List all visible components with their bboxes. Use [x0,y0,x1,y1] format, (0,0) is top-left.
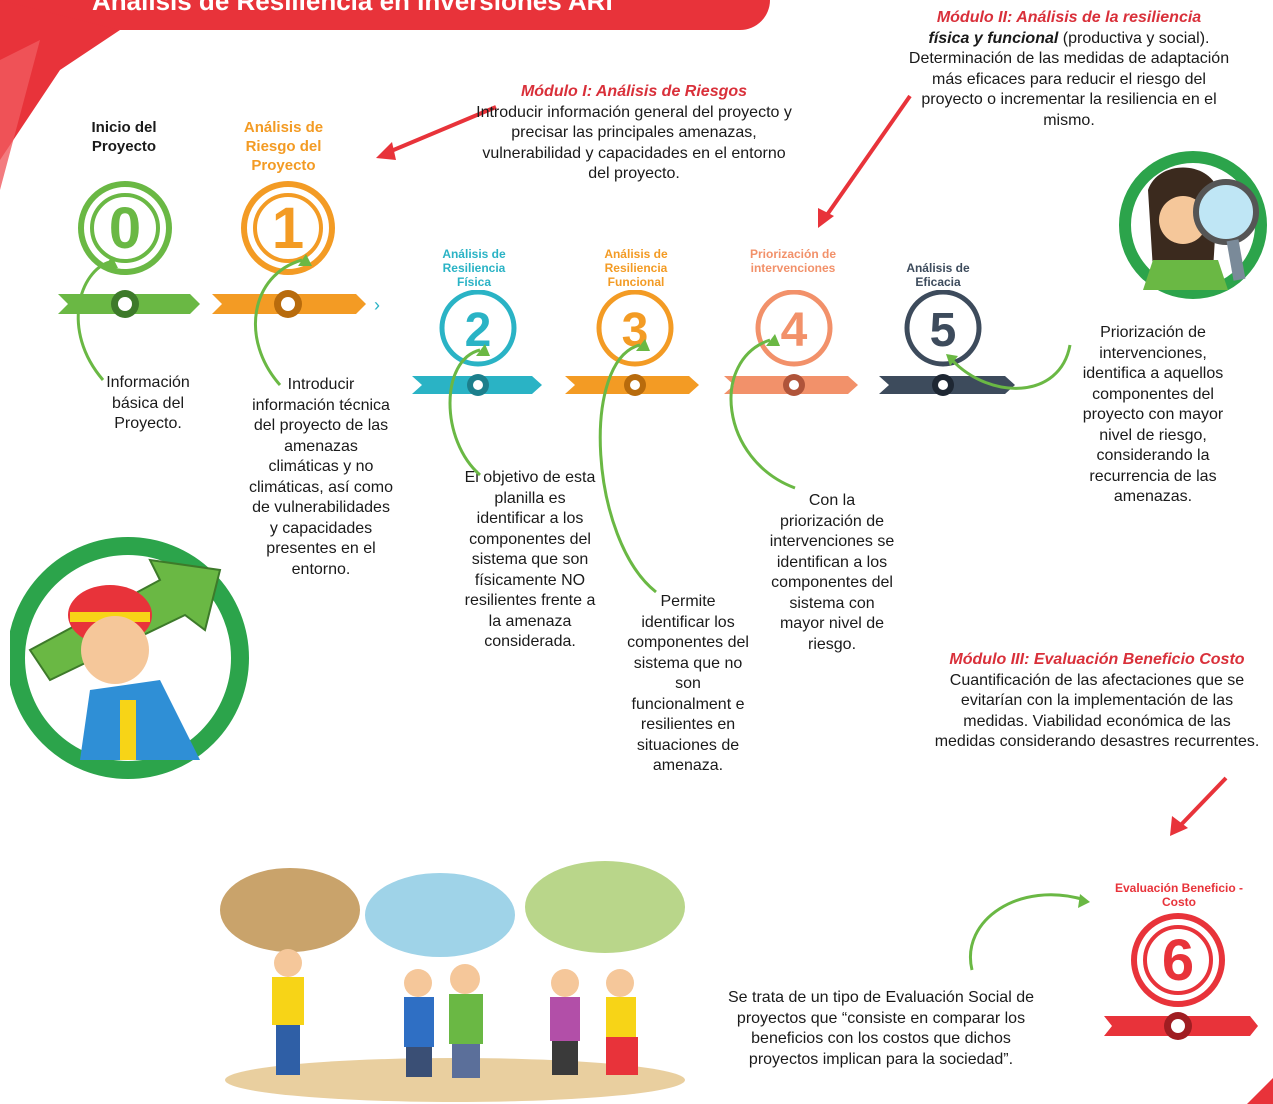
stage-1-label: Análisis de Riesgo del Proyecto [243,119,324,174]
stage-5-label: Análisis de Eficacia [906,261,970,289]
stage-2-number: 2 [465,304,492,357]
module-1-box: Módulo I: Análisis de Riesgos Introducir… [476,82,792,185]
stage-3-label: Análisis de Resiliencia Funcional [604,247,668,289]
stage-5-description: Priorización de intervenciones, identifi… [1082,324,1224,505]
stage-6-description: Se trata de un tipo de Evaluación Social… [728,989,1034,1068]
module-2-text: Determinación de las medidas de adaptaci… [908,50,1230,129]
module-1-text: Introducir información general del proye… [476,103,792,183]
stage-0-label: Inicio del Proyecto [91,119,157,155]
engineer-illustration [10,537,249,779]
header-banner [0,0,770,30]
stage-6-number: 6 [1162,928,1194,993]
stage-4-number: 4 [781,304,808,357]
stage-3-marker: 3 [565,290,699,396]
stage-0-description: Información básica del Proyecto. [106,374,190,432]
stage-4-label: Priorización de intervenciones [749,247,837,275]
svg-text:›: › [374,295,380,315]
module-3-box: Módulo III: Evaluación Beneficio Costo C… [934,650,1260,753]
community-illustration [220,861,685,1102]
module-2-subtitle-strong: física y funcional [928,29,1059,47]
page-title: Análisis de Resiliencia en Inversiones A… [92,0,613,16]
module-3-text: Cuantificación de las afectaciones que s… [934,671,1260,751]
stage-0-marker: 0 [58,181,200,318]
corner-decoration-bottom [1247,1078,1273,1104]
stage-2-description: El objetivo de esta planilla es identifi… [464,469,596,650]
stage-1-marker: 1 › [212,181,380,318]
module-2-box: Módulo II: Análisis de la resiliencia fí… [900,8,1238,131]
stage-1-number: 1 [272,196,304,261]
stage-0-number: 0 [109,196,141,261]
stage-5-number: 5 [930,304,957,357]
stage-2-label: Análisis de Resiliencia Física [442,247,506,289]
module-2-subtitle-rest: (productiva y social). [1058,29,1210,47]
red-corner-decoration [0,0,120,190]
stage-4-description: Con la priorización de intervenciones se… [769,492,895,653]
module-1-title: Módulo I: Análisis de Riesgos [520,83,748,100]
stage-3-description: Permite identificar los componentes del … [627,593,749,774]
stage-6-label: Evaluación Beneficio - Costo [1114,881,1244,909]
stage-6-marker: 6 [1104,913,1258,1040]
module-3-title: Módulo III: Evaluación Beneficio Costo [949,651,1245,668]
module-2-subtitle: física y funcional (productiva y social)… [900,29,1238,50]
module-2-title: Módulo II: Análisis de la resiliencia [936,9,1202,26]
stage-1-description: Introducir información técnica del proye… [248,376,394,578]
woman-magnifier-illustration [1119,151,1267,299]
stage-2-marker: 2 [412,290,542,396]
stage-4-marker: 4 [724,290,858,396]
